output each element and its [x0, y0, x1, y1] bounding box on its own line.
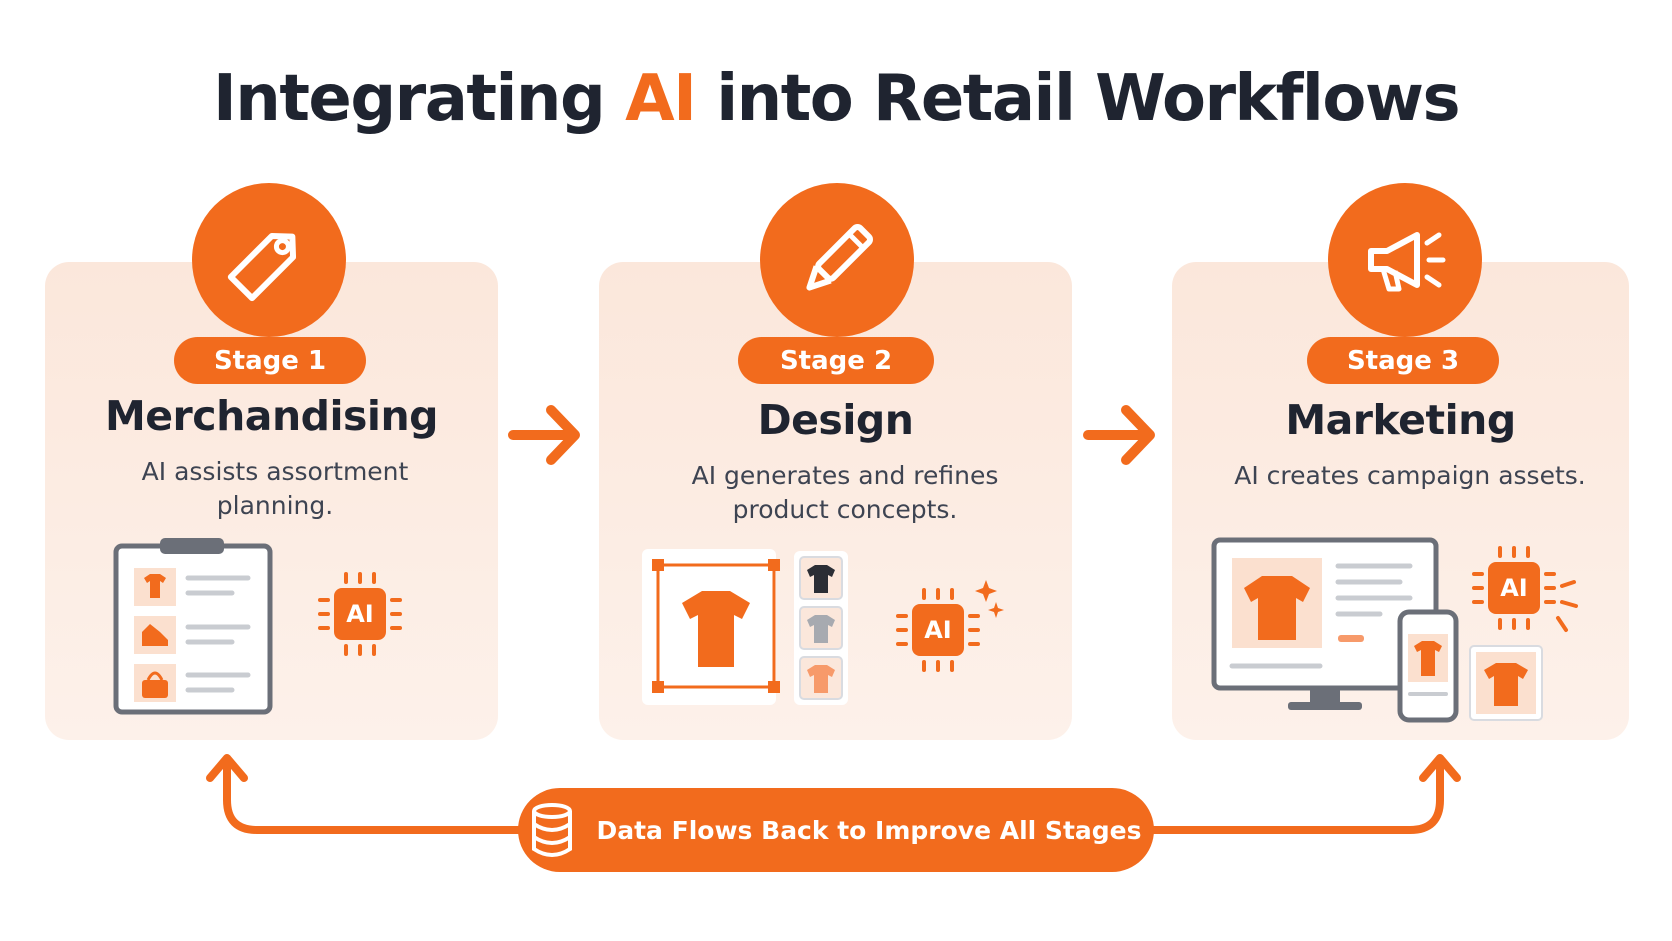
tshirt-peach-icon: [807, 665, 835, 693]
clipboard-icon: [113, 538, 273, 715]
ai-chip-icon: AI: [892, 580, 1008, 678]
title-accent: AI: [625, 62, 697, 136]
data-feedback-label: Data Flows Back to Improve All Stages: [596, 815, 1142, 845]
stage-badge: Stage 2: [738, 337, 934, 384]
stage-description: AI generates and refines product concept…: [691, 461, 999, 524]
ai-chip-icon: AI: [314, 568, 406, 660]
stage-description: AI creates campaign assets.: [1234, 461, 1586, 490]
tshirt-icon: [134, 568, 176, 606]
multi-device-icon: [1211, 537, 1543, 723]
shoe-icon: [134, 616, 176, 654]
arrow-right-icon: [508, 405, 580, 465]
tshirt-icon: [682, 591, 750, 667]
stage-title: Merchandising: [104, 392, 439, 440]
data-feedback-pill: Data Flows Back to Improve All Stages: [518, 788, 1154, 872]
stage-3-circle: [1328, 183, 1482, 337]
database-icon: [532, 803, 573, 857]
tshirt-gray-icon: [807, 615, 835, 643]
handbag-icon: [134, 664, 176, 702]
tshirt-icon: [1484, 663, 1528, 706]
title-suffix: into Retail Workflows: [695, 62, 1460, 136]
sparkle-icon: [975, 580, 997, 602]
megaphone-icon: [1368, 232, 1446, 292]
ai-chip-label: AI: [1500, 574, 1528, 602]
page-title: Integrating AI into Retail Workflows: [0, 62, 1672, 136]
stage-title: Design: [757, 396, 914, 444]
arrow-right-icon: [1083, 405, 1155, 465]
stage-1-circle: [192, 183, 346, 337]
stage-badge: Stage 1: [174, 337, 366, 384]
sparkle-icon: [988, 602, 1004, 618]
tshirt-icon: [1414, 641, 1442, 676]
price-tag-icon: [227, 232, 297, 302]
tshirt-black-icon: [807, 565, 835, 593]
ai-chip-label: AI: [346, 600, 374, 628]
title-prefix: Integrating: [212, 62, 626, 136]
design-canvas-icon: [642, 549, 848, 705]
ai-chip-label: AI: [924, 616, 952, 644]
stage-badge: Stage 3: [1307, 337, 1499, 384]
stage-title: Marketing: [1285, 396, 1516, 444]
pencil-icon: [806, 224, 873, 291]
stage-description: AI assists assortment planning.: [141, 457, 409, 520]
stage-2-circle: [760, 183, 914, 337]
tshirt-icon: [1244, 576, 1310, 640]
ai-chip-icon: AI: [1468, 542, 1586, 642]
